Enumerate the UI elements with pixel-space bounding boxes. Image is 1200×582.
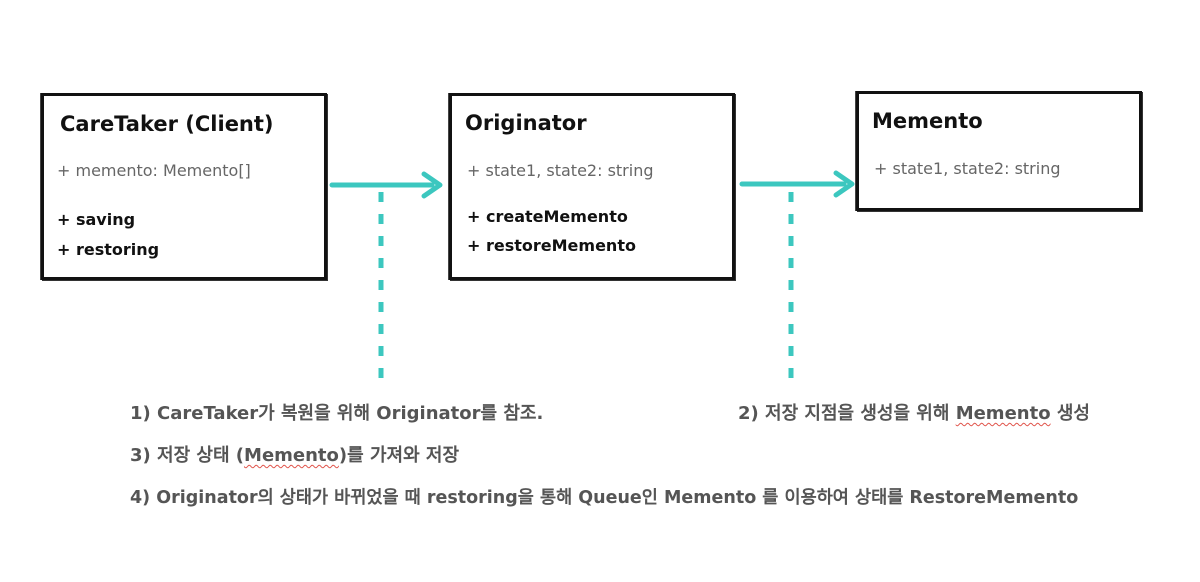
originator-title: Originator [465, 111, 587, 135]
note-2-text-before: 2) 저장 지점을 생성을 위해 [738, 403, 956, 424]
note-1: 1) CareTaker가 복원을 위해 Originator를 참조. [130, 403, 544, 424]
arrowhead [421, 171, 443, 199]
caretaker-box: CareTaker (Client) + memento: Memento[] … [41, 93, 327, 280]
caretaker-method-restoring: + restoring [57, 240, 160, 259]
originator-box: Originator + state1, state2: string + cr… [449, 93, 735, 280]
caretaker-method-saving: + saving [57, 210, 136, 229]
originator-method-create: + createMemento [467, 207, 628, 226]
note-2-highlight: Memento [955, 403, 1051, 424]
originator-attribute: + state1, state2: string [467, 161, 654, 180]
memento-attribute: + state1, state2: string [874, 159, 1061, 178]
note-3-text-after: )를 가져와 저장 [338, 445, 460, 466]
note-3-highlight: Memento [244, 445, 339, 466]
arrowhead [833, 170, 855, 198]
caretaker-attribute: + memento: Memento[] [57, 161, 251, 180]
arrow-caretaker-to-originator [329, 171, 443, 199]
note-2-text-after: 생성 [1050, 403, 1090, 424]
note-3-text-before: 3) 저장 상태 ( [130, 445, 245, 466]
originator-method-restore: + restoreMemento [467, 236, 636, 255]
note-3: 3) 저장 상태 (Memento)를 가져와 저장 [130, 441, 459, 467]
memento-box: Memento + state1, state2: string [856, 91, 1142, 211]
arrow-originator-to-memento [739, 170, 855, 198]
memento-title: Memento [872, 109, 983, 133]
note-2: 2) 저장 지점을 생성을 위해 Memento 생성 [738, 399, 1090, 425]
note-4: 4) Originator의 상태가 바뀌었을 때 restoring을 통해 … [130, 488, 1079, 508]
caretaker-title: CareTaker (Client) [60, 112, 274, 136]
